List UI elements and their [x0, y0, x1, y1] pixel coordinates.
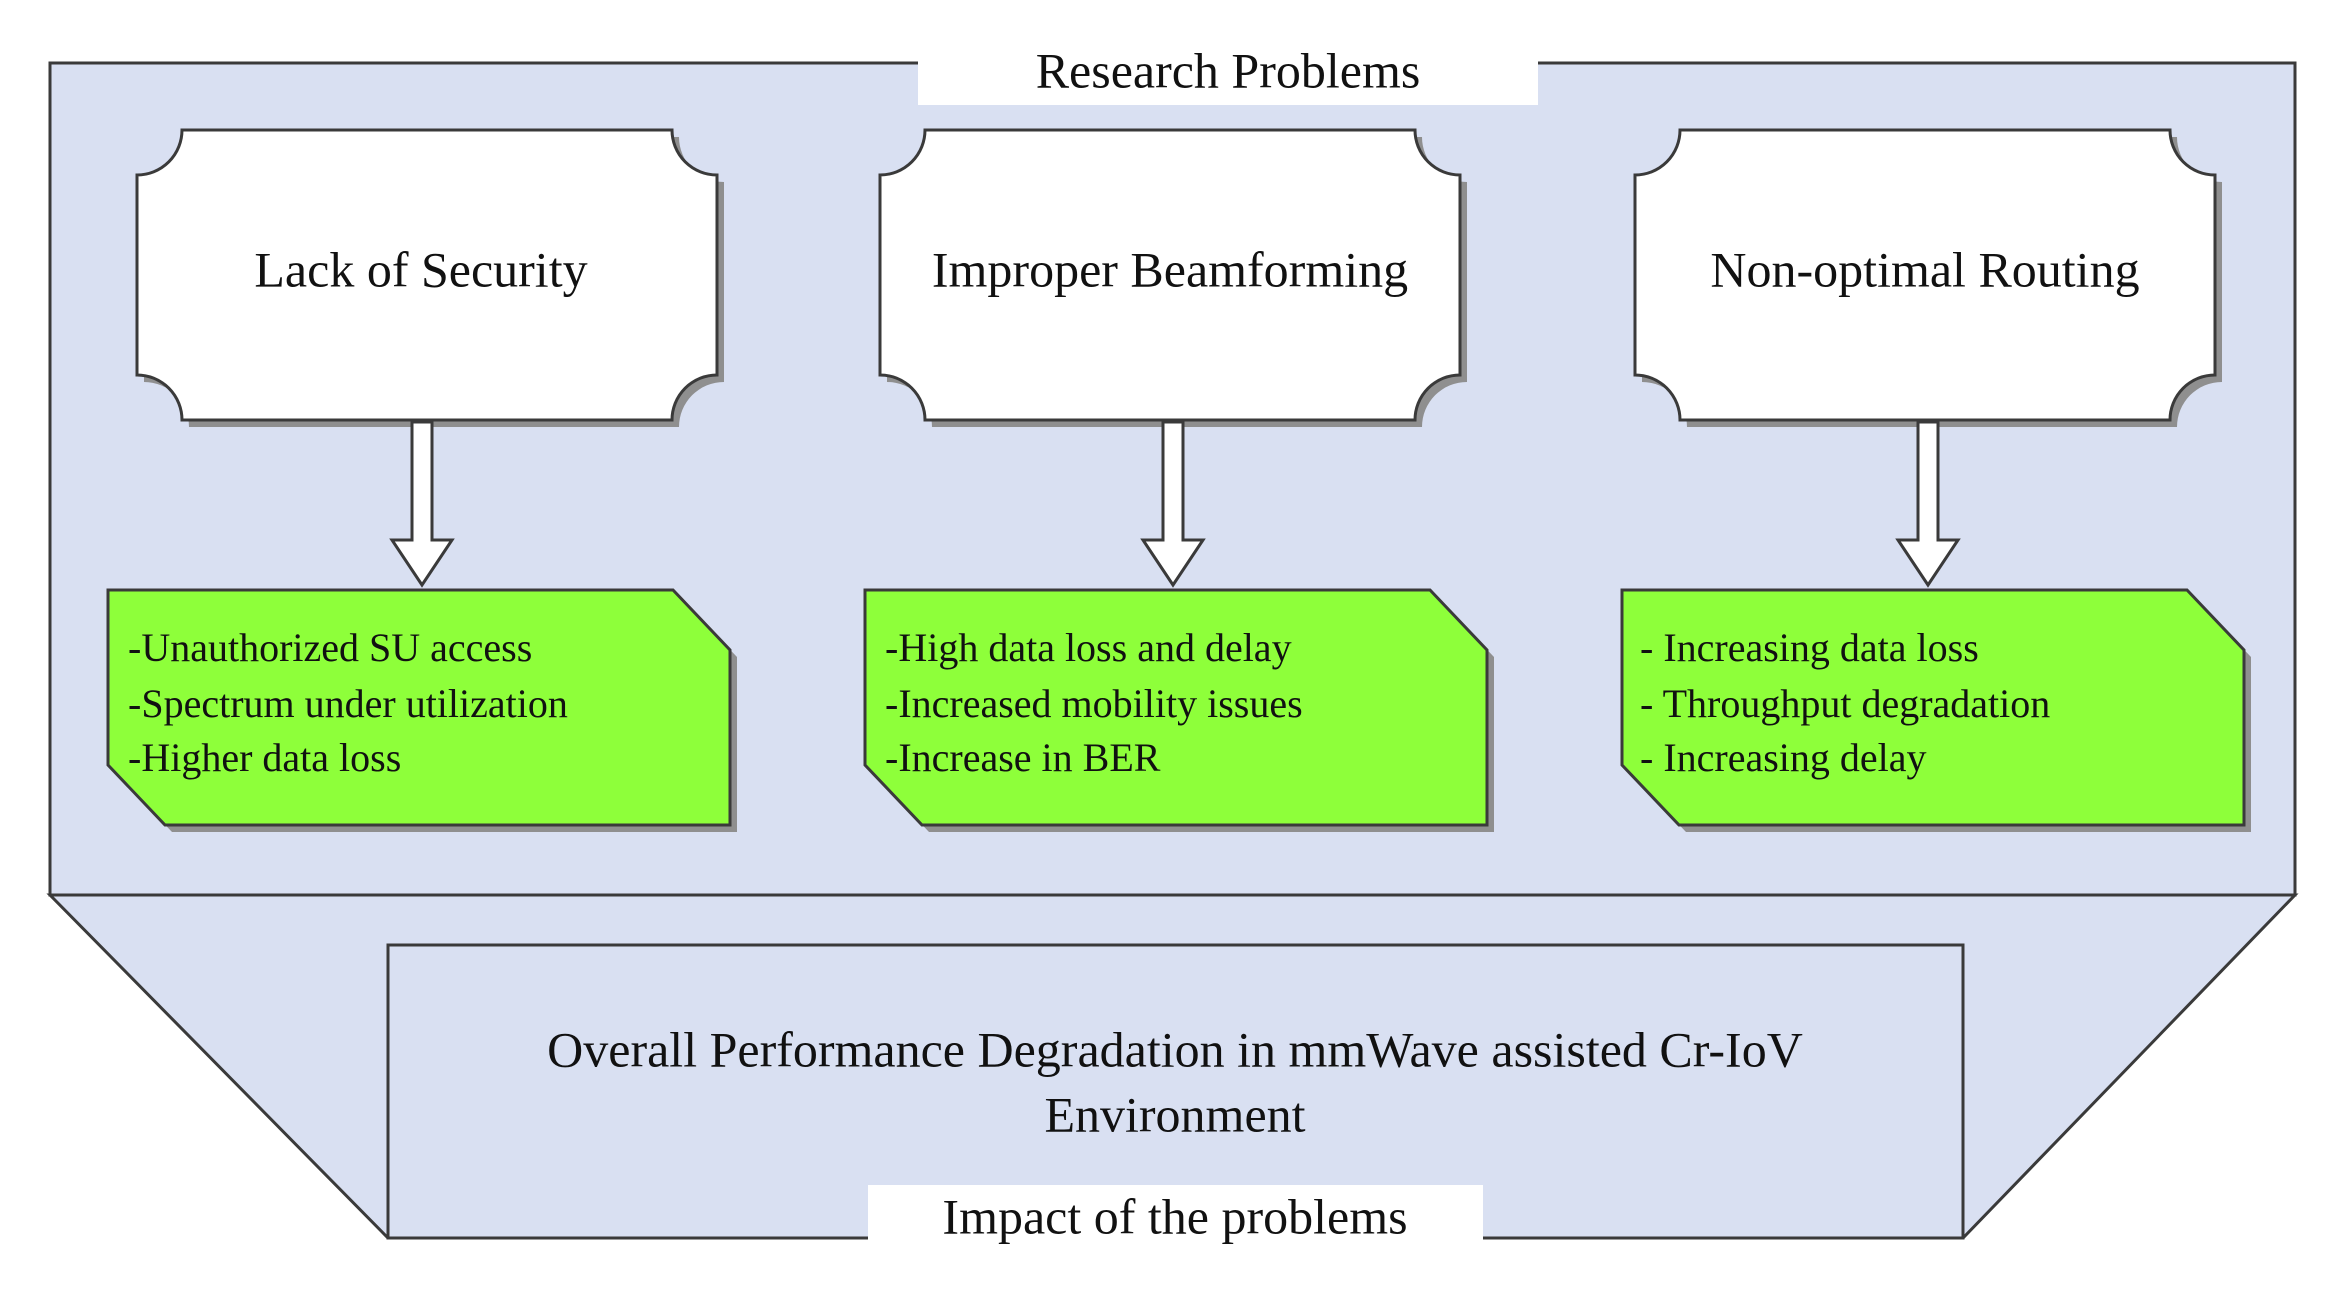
down-arrow — [1140, 420, 1206, 588]
impact-text-line2: Environment — [1044, 1086, 1305, 1142]
effect-box-beamforming — [863, 588, 1489, 827]
problem-title-routing: Non-optimal Routing — [1710, 241, 2139, 297]
effect-item: -Higher data loss — [128, 735, 401, 780]
effect-item: -High data loss and delay — [885, 625, 1292, 670]
effect-item: - Increasing delay — [1640, 735, 1927, 780]
effect-item: - Throughput degradation — [1640, 681, 2050, 726]
research-problems-label-bg — [918, 45, 1538, 105]
effect-box-security — [106, 588, 732, 827]
problem-title-beamforming: Improper Beamforming — [932, 241, 1408, 297]
problem-box-security — [135, 128, 719, 422]
effect-item: -Increase in BER — [885, 735, 1161, 780]
impact-text-line1: Overall Performance Degradation in mmWav… — [547, 1021, 1803, 1077]
research-problems-label: Research Problems — [1036, 42, 1421, 98]
effect-box-routing — [1620, 588, 2246, 827]
impact-label: Impact of the problems — [942, 1188, 1407, 1244]
problem-column-routing: Non-optimal Routing - Increasing data lo… — [1620, 128, 2251, 832]
effect-item: - Increasing data loss — [1640, 625, 1979, 670]
effect-item: -Spectrum under utilization — [128, 681, 568, 726]
effect-item: -Increased mobility issues — [885, 681, 1303, 726]
problem-title-security: Lack of Security — [254, 241, 587, 297]
impact-label-bg — [868, 1185, 1483, 1255]
problem-box-beamforming — [878, 128, 1462, 422]
down-arrow — [1895, 420, 1961, 588]
down-arrow — [389, 420, 455, 588]
problem-box-routing — [1633, 128, 2217, 422]
problem-column-beamforming: Improper Beamforming -High data loss and… — [863, 128, 1494, 832]
problem-column-security: Lack of Security -Unauthorized SU access… — [106, 128, 737, 832]
effect-item: -Unauthorized SU access — [128, 625, 532, 670]
